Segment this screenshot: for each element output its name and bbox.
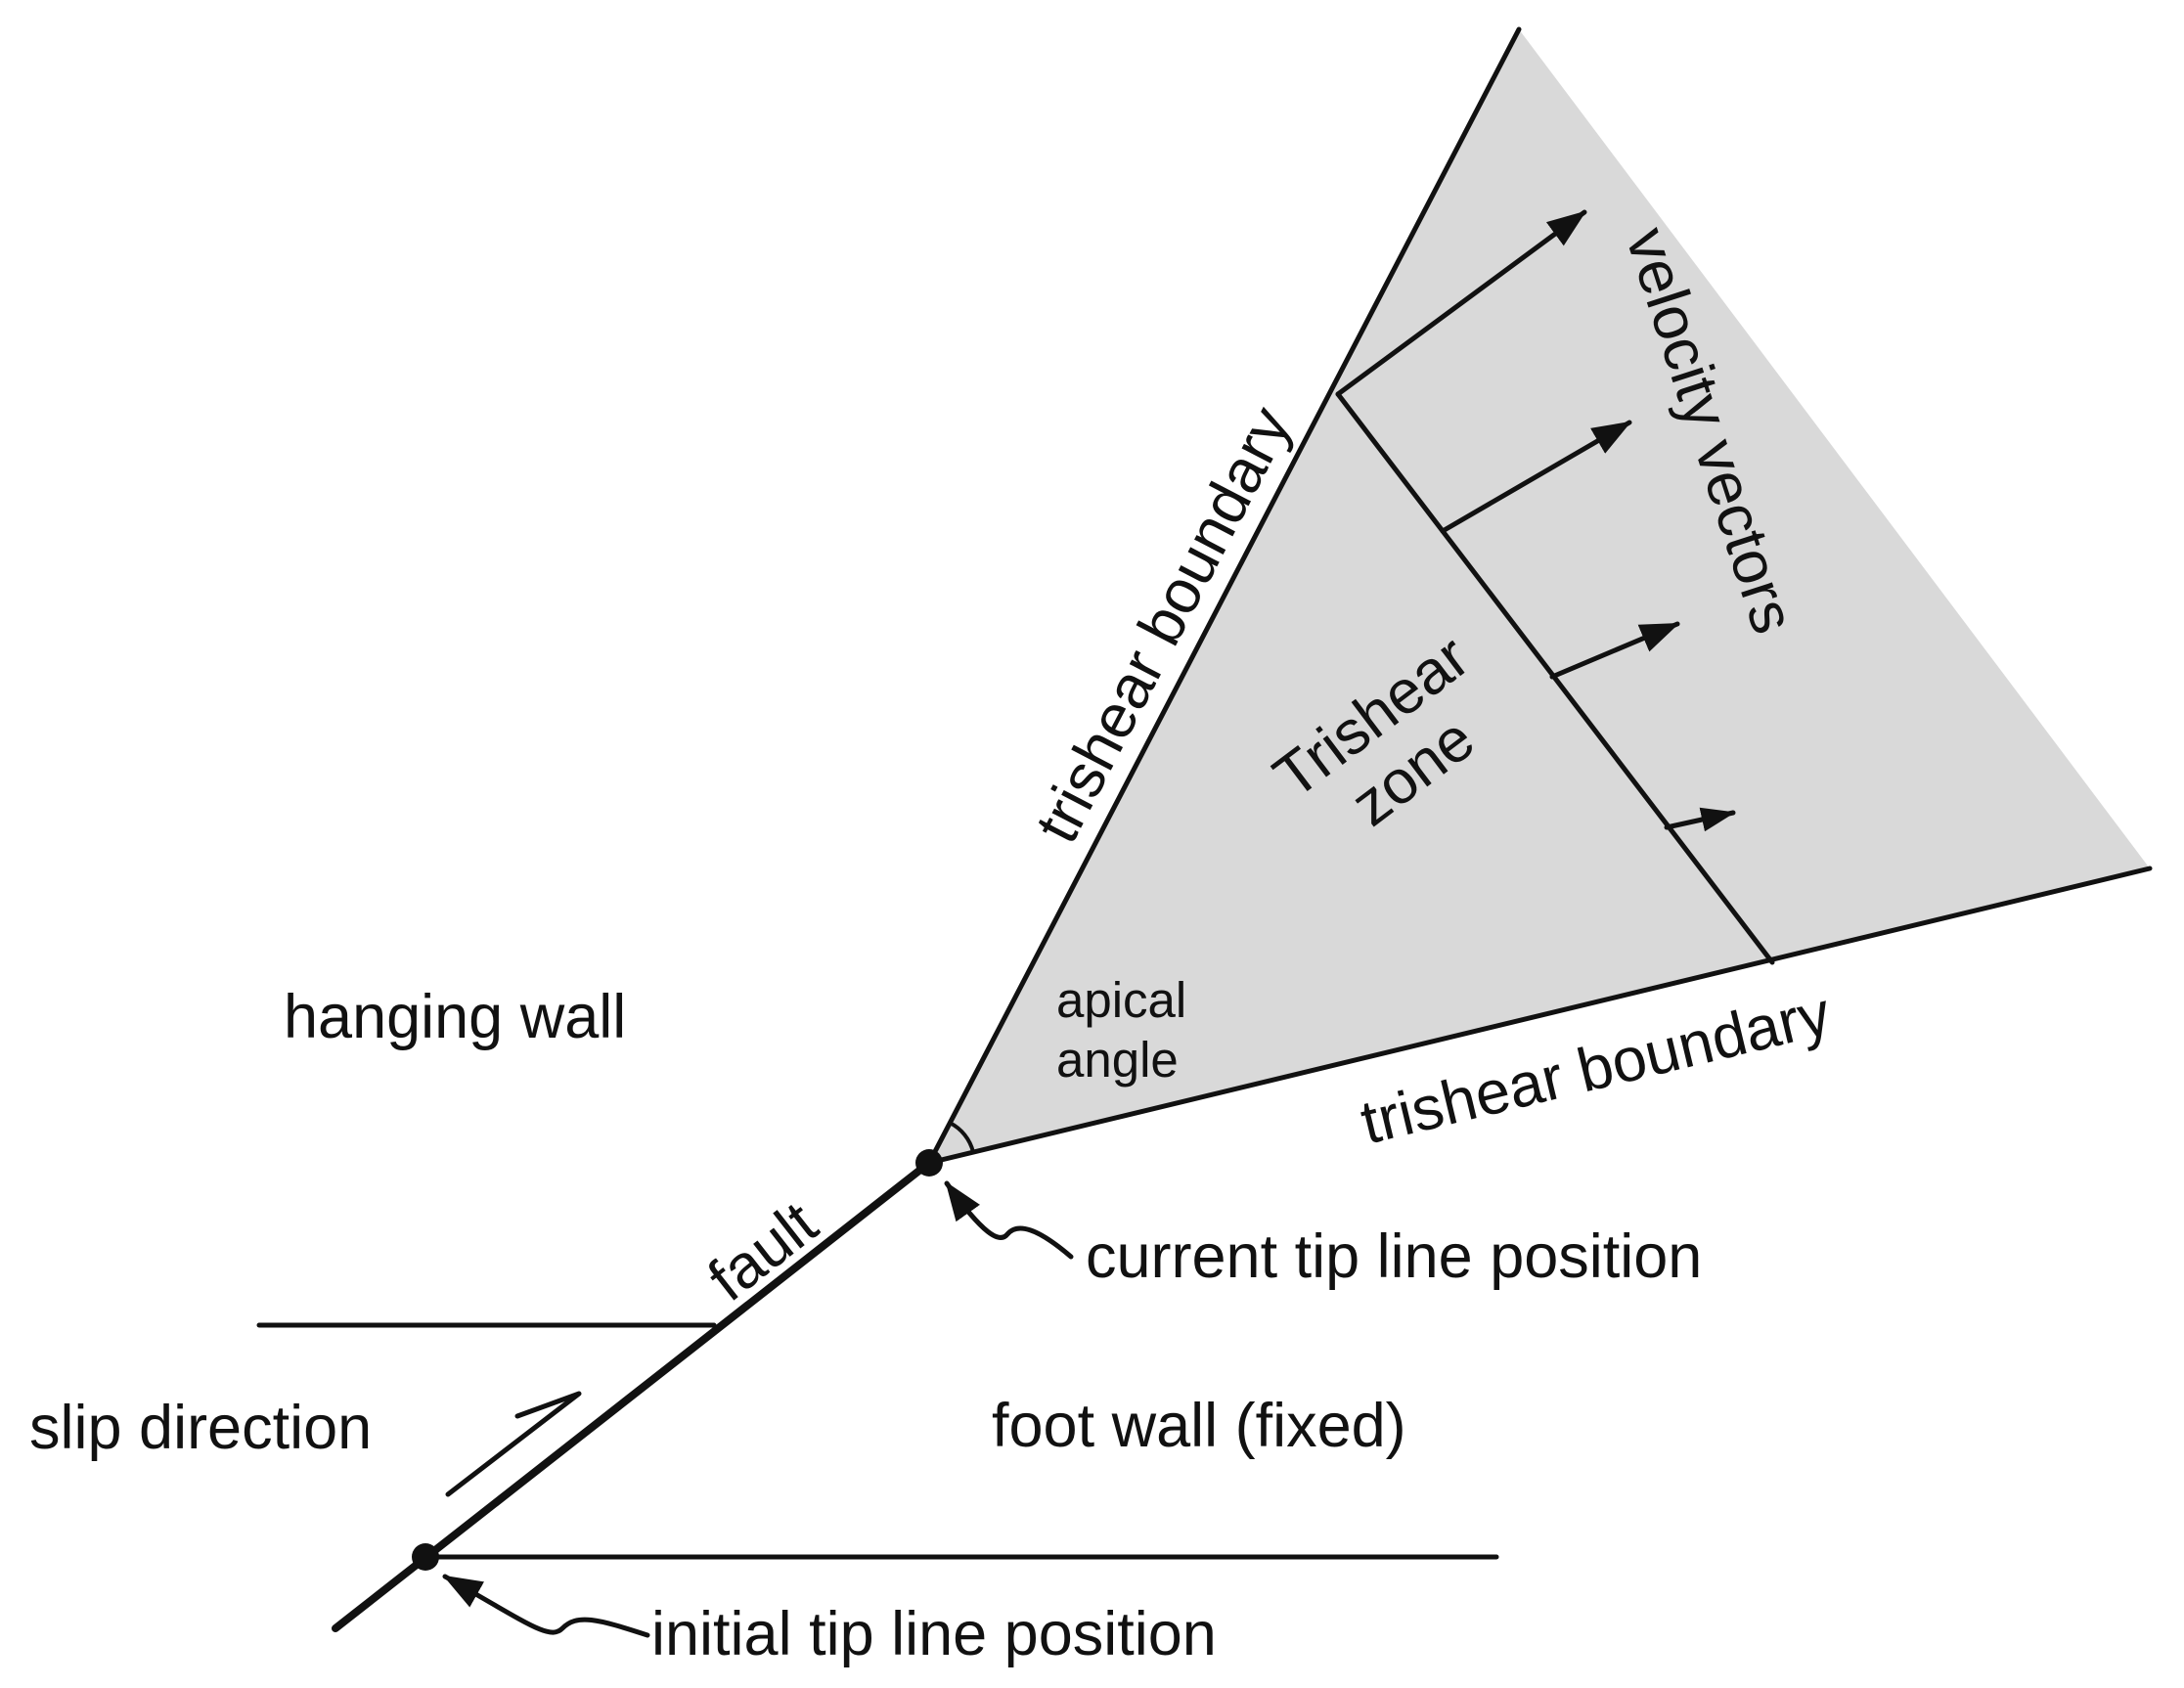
slip-direction-label: slip direction [29,1394,372,1462]
current-tip-leader-arrow [944,1180,1074,1260]
initial-tip-label: initial tip line position [651,1600,1217,1668]
trishear-boundary-lower-line [926,866,2153,1166]
velocity-profile-line [1335,391,1775,965]
current-tip-label: current tip line position [1086,1222,1702,1291]
apical-angle-arc [948,1121,975,1154]
slip-direction-half-arrow [445,1391,582,1497]
apical-angle-label-line2: angle [1056,1032,1179,1088]
apical-angle-label-line1: apical [1056,972,1186,1028]
current-tip-point [915,1149,943,1177]
velocity-vector-arrow-1 [1335,209,1587,397]
initial-tip-point [412,1543,439,1571]
foot-wall-label: foot wall (fixed) [992,1392,1406,1460]
trishear-boundary-upper-line [926,26,1522,1166]
hanging-wall-label: hanging wall [284,983,626,1051]
velocity-vector-arrow-2 [1440,420,1632,534]
initial-tip-leader-arrow [442,1574,650,1638]
velocity-vector-arrow-3 [1549,621,1680,680]
velocity-vector-arrow-4 [1664,807,1736,832]
trishear-zone-area [929,29,2150,1163]
